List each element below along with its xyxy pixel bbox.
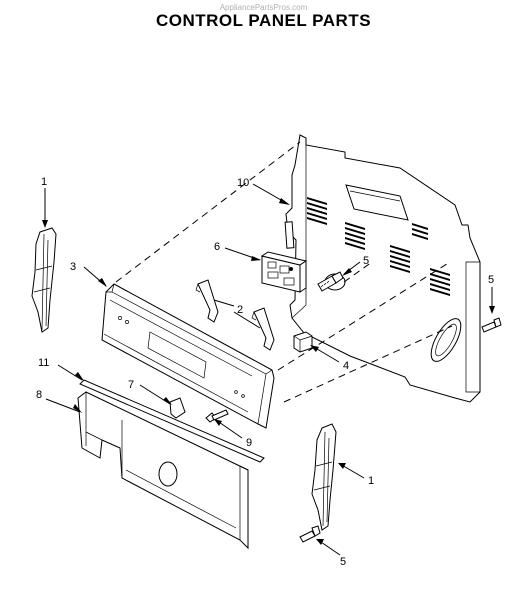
callout-7: 7 <box>128 379 134 391</box>
part-1-end-cap-right <box>311 423 337 531</box>
part-9-screw <box>205 409 229 423</box>
callout-3: 3 <box>70 261 76 273</box>
callout-8: 8 <box>36 389 42 401</box>
callout-6: 6 <box>214 241 220 253</box>
part-1-end-cap-left <box>31 227 57 333</box>
part-3-control-panel <box>101 283 275 429</box>
part-4-block <box>293 331 313 353</box>
callout-2: 2 <box>237 304 243 316</box>
part-2-bracket-lower <box>251 307 275 351</box>
part-5-screw-right <box>481 317 502 333</box>
leader-lines <box>42 183 495 556</box>
callout-11: 11 <box>38 357 49 369</box>
callout-5-right: 5 <box>488 274 494 286</box>
part-11-trim-strip <box>79 379 265 463</box>
callout-4: 4 <box>343 360 349 372</box>
vent-slots <box>307 197 450 296</box>
part-6-control-board <box>260 251 308 293</box>
callout-1-top: 1 <box>41 176 47 188</box>
part-5-screw-top <box>317 271 344 292</box>
part-10-rear-shroud <box>284 134 481 403</box>
part-2-bracket-upper <box>195 279 219 323</box>
page-title: CONTROL PANEL PARTS <box>155 11 372 30</box>
callout-9: 9 <box>246 437 252 449</box>
callout-10: 10 <box>237 177 249 189</box>
part-7-knob <box>169 397 186 419</box>
part-5-screw-bottom <box>299 525 321 543</box>
part-8-lower-panel <box>77 391 249 550</box>
watermark: AppliancePartsPros.com <box>219 3 308 12</box>
callout-5-top: 5 <box>363 255 369 267</box>
callout-1-bottom: 1 <box>368 475 374 487</box>
callout-5-bottom: 5 <box>340 556 346 568</box>
